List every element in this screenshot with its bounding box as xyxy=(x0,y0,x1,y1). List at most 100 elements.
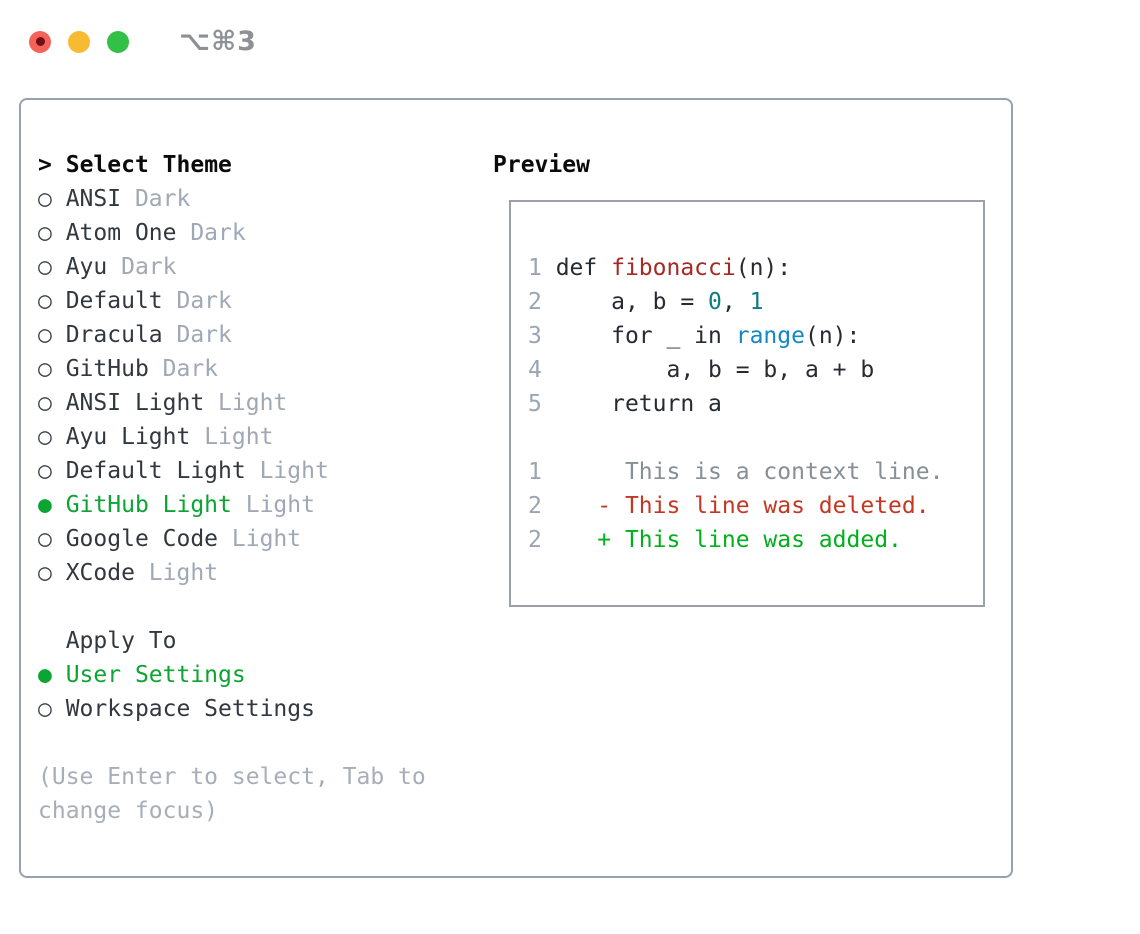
code-line: 2 - This line was deleted. xyxy=(528,489,943,523)
theme-option-dracula[interactable]: ○ Dracula Dark xyxy=(38,318,329,352)
line-number: 5 xyxy=(528,391,556,417)
theme-option-github-light[interactable]: ● GitHub Light Light xyxy=(38,488,329,522)
variant-label: Dark xyxy=(162,322,232,348)
variant-label: Light xyxy=(231,492,315,518)
variant-label: Dark xyxy=(121,186,191,212)
option-label: Default Light xyxy=(51,458,246,484)
code-token-code xyxy=(556,493,598,519)
line-number: 4 xyxy=(528,357,556,383)
variant-label: Light xyxy=(190,424,274,450)
theme-option-google-code[interactable]: ○ Google Code Light xyxy=(38,522,329,556)
minimize-button-icon[interactable] xyxy=(68,30,90,53)
option-label: Google Code xyxy=(51,526,219,552)
apply-to-group: Apply To ● User Settings○ Workspace Sett… xyxy=(38,624,315,726)
cursor-icon: > xyxy=(38,152,52,178)
code-token-func: fibonacci xyxy=(611,255,736,281)
zoom-button-icon[interactable] xyxy=(107,30,129,53)
theme-option-xcode[interactable]: ○ XCode Light xyxy=(38,556,329,590)
code-token-builtin: range xyxy=(735,323,805,349)
code-line: 1 def fibonacci(n): xyxy=(528,251,943,285)
code-token-num: 1 xyxy=(749,289,764,315)
option-label: User Settings xyxy=(51,662,246,688)
radio-icon: ○ xyxy=(38,356,52,382)
theme-option-default[interactable]: ○ Default Dark xyxy=(38,284,329,318)
line-number: 1 xyxy=(528,459,556,485)
line-number: 3 xyxy=(528,323,556,349)
variant-label: Dark xyxy=(162,288,232,314)
code-token-code: for _ in xyxy=(555,323,736,349)
theme-option-github[interactable]: ○ GitHub Dark xyxy=(38,352,329,386)
option-label: ANSI xyxy=(51,186,122,212)
option-label: GitHub xyxy=(51,356,149,382)
code-token-context: This is a context line. xyxy=(555,459,944,485)
variant-label: Light xyxy=(204,390,288,416)
radio-icon: ○ xyxy=(38,186,52,212)
code-token-added: + This line was added. xyxy=(597,527,902,553)
option-label: Default xyxy=(51,288,163,314)
option-label: Ayu xyxy=(51,254,108,280)
apply-option-workspace-settings[interactable]: ○ Workspace Settings xyxy=(38,692,315,726)
code-line: 4 a, b = b, a + b xyxy=(528,353,943,387)
close-button-dot-icon xyxy=(35,37,45,46)
radio-icon: ○ xyxy=(38,254,52,280)
variant-label: Dark xyxy=(176,220,246,246)
code-token-code: (n): xyxy=(735,255,792,281)
option-label: GitHub Light xyxy=(51,492,232,518)
theme-option-ansi-light[interactable]: ○ ANSI Light Light xyxy=(38,386,329,420)
radio-icon: ○ xyxy=(38,220,52,246)
theme-option-atom-one[interactable]: ○ Atom One Dark xyxy=(38,216,329,250)
preview-title: Preview xyxy=(493,152,590,178)
code-token-code: (n): xyxy=(804,323,861,349)
code-token-num: 0 xyxy=(708,289,722,315)
code-token-code: return a xyxy=(555,391,722,417)
option-label: XCode xyxy=(51,560,135,586)
theme-option-ayu-light[interactable]: ○ Ayu Light Light xyxy=(38,420,329,454)
theme-option-default-light[interactable]: ○ Default Light Light xyxy=(38,454,329,488)
option-label: Dracula xyxy=(51,322,163,348)
theme-list: > Select Theme ○ ANSI Dark○ Atom One Dar… xyxy=(38,148,329,590)
apply-to-header: Apply To xyxy=(65,628,177,654)
radio-icon: ○ xyxy=(38,560,52,586)
variant-label: Light xyxy=(134,560,219,586)
code-line xyxy=(528,421,943,455)
window-title: ⌥⌘3 xyxy=(179,26,257,57)
settings-panel: > Select Theme ○ ANSI Dark○ Atom One Dar… xyxy=(19,98,1013,878)
theme-list-title: Select Theme xyxy=(65,152,232,178)
code-line: 3 for _ in range(n): xyxy=(528,319,943,353)
code-line: 2 a, b = 0, 1 xyxy=(528,285,943,319)
theme-list-header-row: > Select Theme xyxy=(38,148,329,182)
option-label: Ayu Light xyxy=(51,424,191,450)
apply-option-user-settings[interactable]: ● User Settings xyxy=(38,658,315,692)
variant-label: Dark xyxy=(148,356,219,382)
radio-icon: ○ xyxy=(38,390,52,416)
theme-option-ansi[interactable]: ○ ANSI Dark xyxy=(38,182,329,216)
code-token-code: a, b = xyxy=(555,289,709,315)
line-number: 2 xyxy=(528,289,556,315)
radio-icon: ○ xyxy=(38,458,52,484)
code-token-code: a, b = b, a + b xyxy=(555,357,875,383)
code-token-code xyxy=(556,527,598,553)
radio-icon: ○ xyxy=(38,526,52,552)
line-number: 2 xyxy=(528,493,556,519)
radio-selected-icon: ● xyxy=(38,662,52,688)
variant-label: Light xyxy=(245,458,329,484)
option-label: Workspace Settings xyxy=(51,696,315,722)
code-line: 1 This is a context line. xyxy=(528,455,943,489)
line-number xyxy=(528,425,556,451)
titlebar: ⌥⌘3 xyxy=(29,26,257,57)
radio-selected-icon: ● xyxy=(38,492,52,518)
radio-icon: ○ xyxy=(38,288,52,314)
code-token-deleted: - This line was deleted. xyxy=(597,493,930,519)
code-line: 2 + This line was added. xyxy=(528,523,943,557)
close-button-icon[interactable] xyxy=(29,30,51,53)
option-label: ANSI Light xyxy=(51,390,205,416)
line-number: 2 xyxy=(528,527,556,553)
radio-icon: ○ xyxy=(38,322,52,348)
variant-label: Dark xyxy=(107,254,177,280)
theme-option-ayu[interactable]: ○ Ayu Dark xyxy=(38,250,329,284)
hint-text: (Use Enter to select, Tab to change focu… xyxy=(38,764,426,824)
code-token-code: def xyxy=(555,255,612,281)
radio-icon: ○ xyxy=(38,696,52,722)
